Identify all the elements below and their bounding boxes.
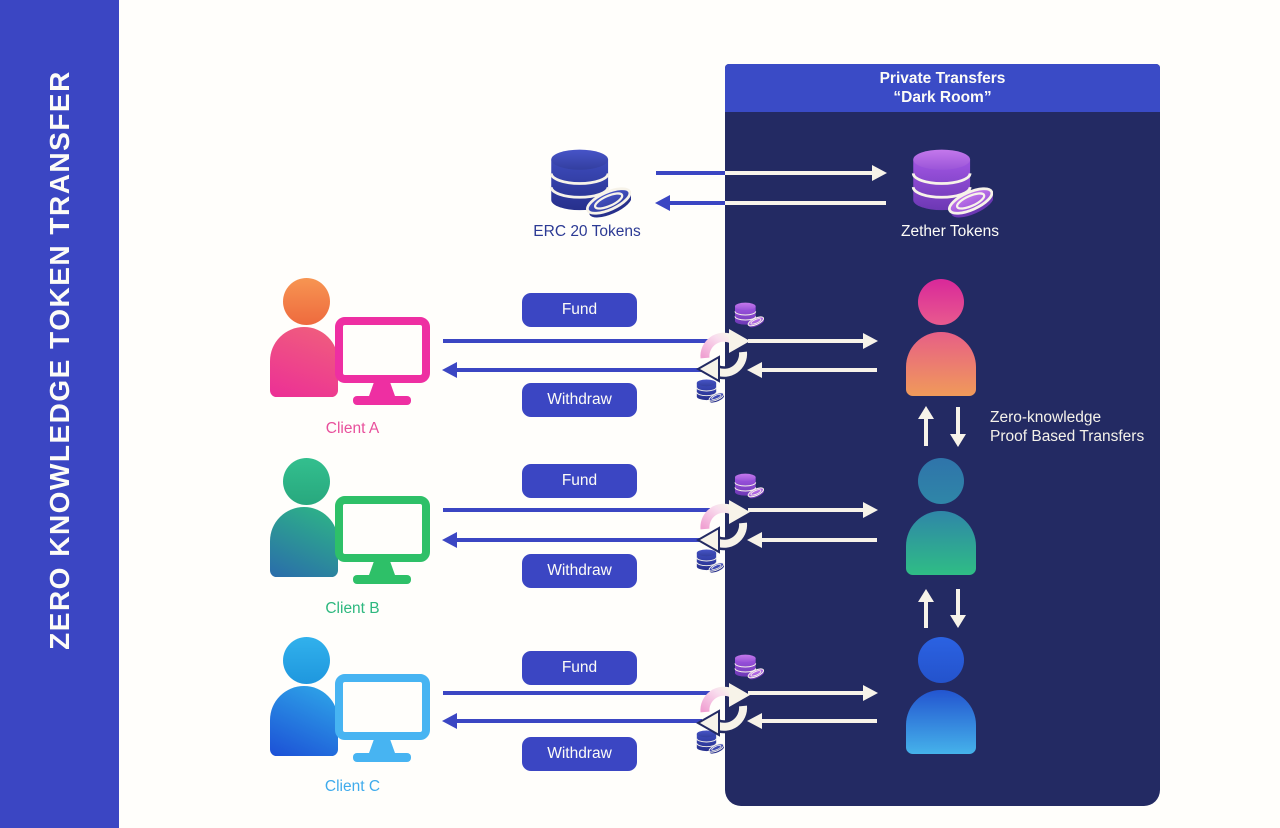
account-a-person-head [918,279,964,325]
client-a-fund-arrow-inside [748,333,878,349]
client-b-monitor-base [353,575,411,584]
zk-proof-note-line2: Proof Based Transfers [990,427,1145,445]
client-b-monitor-icon [335,496,430,562]
account-b-person-head [918,458,964,504]
client-c-monitor-stand [369,740,395,753]
purple-coins-icon [732,300,764,330]
client-c-withdraw-arrow-inside [747,713,877,729]
panel-header: Private Transfers “Dark Room” [725,64,1160,112]
zether-coin-stack-icon [905,145,993,222]
withdraw-button-client-b[interactable]: Withdraw [522,554,637,588]
client-c-person-head [283,637,330,684]
client-a-person-body [270,327,338,397]
zether-tokens-label: Zether Tokens [901,223,999,240]
transfer-up-arrow-icon [918,589,934,628]
zk-proof-note-line1: Zero-knowledge [990,409,1102,426]
zether-to-erc-arrow-inside [725,201,886,205]
erc-tokens-label: ERC 20 Tokens [533,223,641,240]
client-b-person-body [270,507,338,577]
client-c-fund-arrow-inside [748,685,878,701]
client-b-label: Client B [325,600,380,617]
erc-to-zether-arrow-inside [725,165,887,181]
fund-button-client-a[interactable]: Fund [522,293,637,327]
account-c-person-head [918,637,964,683]
zether-to-erc-arrow-outside [655,195,725,211]
account-b-person-body [906,511,976,575]
client-c-withdraw-arrow-outside [442,713,702,729]
transfer-down-arrow-icon [950,589,966,628]
client-a-person-head [283,278,330,325]
client-a-withdraw-arrow-inside [747,362,877,378]
erc-coin-stack-icon [543,145,631,222]
purple-coins-icon [732,471,764,501]
sidebar: ZERO KNOWLEDGE TOKEN TRANSFER [0,0,119,828]
transfer-up-arrow-icon [918,406,934,446]
account-c-person-body [906,690,976,754]
withdraw-button-client-c[interactable]: Withdraw [522,737,637,771]
exchange-cycle-icon [696,498,752,554]
account-a-person-body [906,332,976,396]
client-a-withdraw-arrow-outside [442,362,702,378]
client-a-fund-arrow-outside [443,339,710,343]
client-c-fund-arrow-outside [443,691,710,695]
client-c-monitor-base [353,753,411,762]
client-a-label: Client A [325,420,380,437]
erc-to-zether-arrow-outside [656,171,725,175]
client-b-fund-arrow-outside [443,508,710,512]
client-a-monitor-stand [369,383,395,396]
zk-proof-note: Zero-knowledge Proof Based Transfers [990,409,1165,446]
client-c-monitor-icon [335,674,430,740]
withdraw-button-client-a[interactable]: Withdraw [522,383,637,417]
client-a-monitor-icon [335,317,430,383]
transfer-down-arrow-icon [950,407,966,447]
client-b-fund-arrow-inside [748,502,878,518]
purple-coins-icon [732,652,764,682]
client-a-monitor-base [353,396,411,405]
client-b-person-head [283,458,330,505]
fund-button-client-b[interactable]: Fund [522,464,637,498]
sidebar-title: ZERO KNOWLEDGE TOKEN TRANSFER [44,70,75,650]
client-b-withdraw-arrow-outside [442,532,702,548]
panel-title-line2: “Dark Room” [893,89,992,106]
exchange-cycle-icon [696,681,752,737]
client-b-withdraw-arrow-inside [747,532,877,548]
panel-title-line1: Private Transfers [879,70,1006,87]
client-b-monitor-stand [369,562,395,575]
client-c-label: Client C [324,778,381,795]
fund-button-client-c[interactable]: Fund [522,651,637,685]
client-c-person-body [270,686,338,756]
exchange-cycle-icon [696,327,752,383]
